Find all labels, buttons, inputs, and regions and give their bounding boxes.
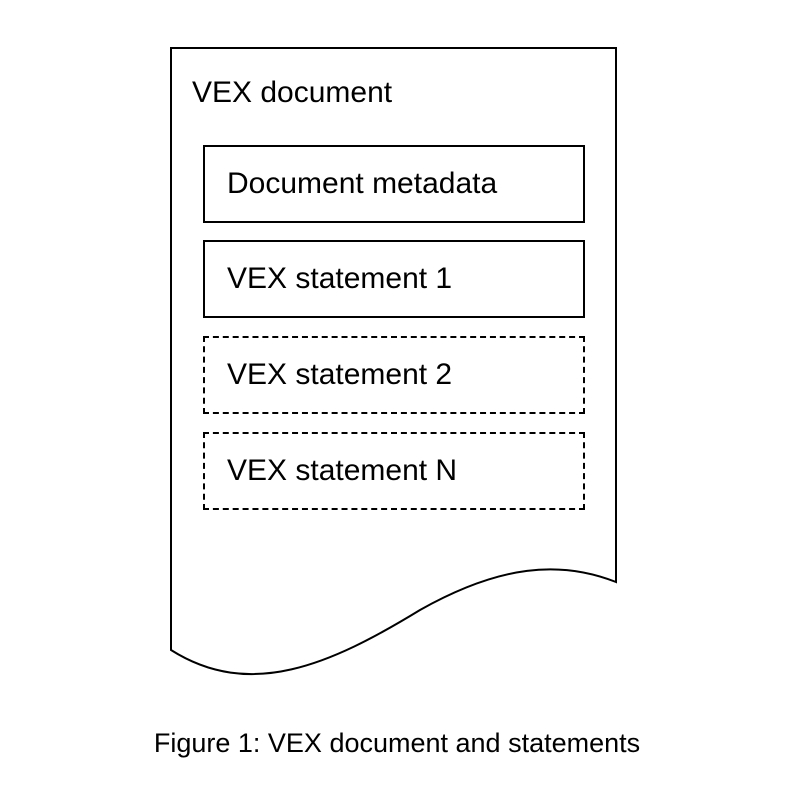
statement-box: VEX statement N xyxy=(203,432,585,510)
box-label: VEX statement 2 xyxy=(227,358,453,391)
document-title: VEX document xyxy=(192,76,393,109)
statement-box: VEX statement 1 xyxy=(203,240,585,318)
figure-caption: Figure 1: VEX document and statements xyxy=(153,728,641,758)
box-label: VEX statement 1 xyxy=(227,262,453,295)
box-label: Document metadata xyxy=(227,167,498,200)
box-label: VEX statement N xyxy=(227,454,458,487)
metadata-box: Document metadata xyxy=(203,145,585,223)
statement-box: VEX statement 2 xyxy=(203,336,585,414)
